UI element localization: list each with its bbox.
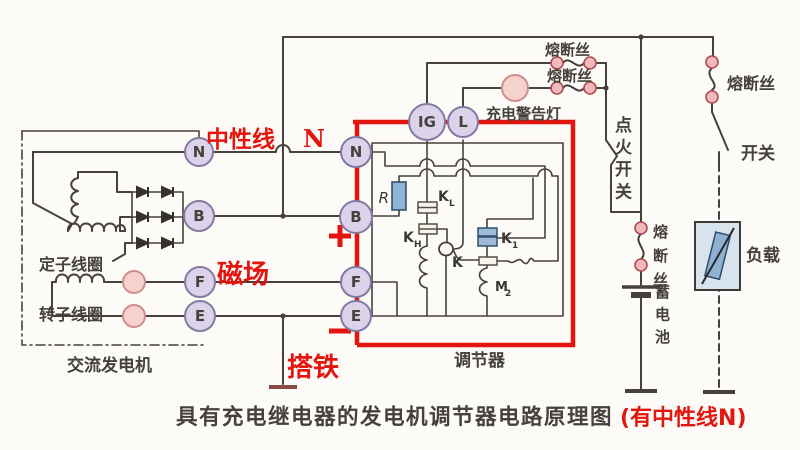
terminal-ig-label: IG	[418, 113, 436, 131]
terminal-f-label: F	[195, 273, 205, 291]
regulator-bus-a	[371, 151, 546, 239]
terminal-b-alternator	[183, 200, 215, 232]
terminal-f2-label: F	[351, 273, 361, 291]
contact-kl	[417, 201, 438, 214]
fuse-battery-label: 熔断丝	[653, 223, 669, 289]
kh-label-sub: H	[414, 240, 422, 250]
kl-label-sub: L	[449, 199, 455, 209]
stator-coil-1	[70, 177, 79, 225]
m2-label-sub: 2	[505, 289, 511, 299]
junction-dots	[280, 34, 644, 319]
kh-coil	[418, 245, 428, 317]
m2-label-main: M	[495, 280, 508, 295]
load-label: 负载	[746, 245, 780, 266]
stator-coil-2	[67, 222, 127, 232]
terminal-b2-label: B	[350, 208, 361, 226]
ignition-switch-blade	[605, 139, 642, 213]
terminal-n-alternator	[184, 137, 214, 167]
warning-lamp-label: 充电警告灯	[486, 105, 561, 123]
neutral-line-label: 中性线	[206, 126, 275, 153]
neutral-n-label: N	[303, 124, 325, 153]
terminal-e-regulator	[340, 300, 372, 332]
terminal-n-label: N	[193, 143, 206, 161]
diode-bridge-frame	[131, 191, 187, 244]
stator-label: 定子线圈	[38, 255, 103, 274]
rotor-coil	[51, 273, 124, 317]
lamp-branch	[462, 84, 607, 109]
rotor-label: 转子线圈	[39, 305, 103, 324]
alternator-box-top	[21, 130, 200, 139]
k-label: K	[452, 255, 464, 271]
fuse-top2-label: 熔断丝	[547, 67, 592, 85]
slip-ring-e	[122, 304, 146, 328]
contact-k1	[477, 227, 498, 247]
terminal-e2-label: E	[351, 307, 361, 325]
stator-lead-mid	[119, 216, 133, 232]
plus-symbol	[329, 225, 351, 247]
terminal-e-alternator	[184, 300, 216, 332]
armature-k	[438, 241, 454, 257]
terminal-l-regulator	[447, 106, 479, 138]
kh-arm	[436, 228, 448, 244]
l-drop	[452, 139, 464, 250]
stator-lead-top	[77, 171, 133, 193]
regulator-bus-b	[398, 168, 559, 265]
stator-lead	[32, 151, 73, 225]
ig-branch	[426, 59, 607, 105]
ground-tie-label: 搭铁	[287, 352, 339, 383]
resistor-r	[391, 181, 407, 211]
f-internal	[371, 281, 398, 317]
terminals: N B F E N B F E IG L	[183, 103, 479, 332]
terminal-f-regulator	[340, 266, 372, 298]
contact-kh	[418, 223, 438, 235]
stator-joint	[67, 223, 73, 232]
terminal-e-label: E	[195, 307, 205, 325]
caption-main: 具有充电继电器的发电机调节器电路原理图	[176, 404, 613, 430]
stator-lead-bottom	[112, 242, 133, 262]
switch-label: 开关	[741, 143, 775, 164]
regulator-box	[371, 142, 564, 317]
k1-riser	[486, 177, 534, 229]
terminal-b-label: B	[193, 207, 204, 225]
fuse-top1-label: 熔断丝	[545, 41, 590, 59]
terminal-n-regulator	[340, 136, 372, 168]
alternator-label: 交流发电机	[67, 355, 152, 376]
switch-blade	[711, 102, 729, 165]
components: N B F E N B F E IG L	[122, 55, 741, 332]
wiring	[21, 34, 735, 394]
battery-fuse-wire	[637, 233, 645, 260]
right-fuse-wire	[708, 67, 716, 91]
battery-label: 蓄电池	[655, 283, 670, 346]
warning-lamp	[501, 74, 529, 102]
kh-label-main: K	[403, 230, 415, 246]
regulator-label: 调节器	[454, 350, 506, 371]
diode-bridge	[136, 185, 176, 250]
slip-ring-f	[122, 270, 146, 294]
fuse-right-label: 熔断丝	[727, 74, 775, 93]
terminal-ig-regulator	[408, 103, 446, 141]
load-resistor	[694, 221, 741, 291]
terminal-b-regulator	[339, 200, 373, 234]
kl-label-main: K	[438, 189, 450, 205]
alternator-box-border	[21, 130, 208, 346]
terminal-f-alternator	[184, 266, 216, 298]
resistor-leads	[371, 209, 400, 217]
ignition-switch-label: 点火开关	[615, 115, 633, 202]
fuse-beads	[550, 55, 719, 272]
resistor-r-label: R	[379, 189, 389, 207]
terminal-l-label: L	[458, 113, 468, 131]
caption-note: (有中性线N)	[620, 405, 747, 431]
field-label: 磁场	[217, 259, 269, 290]
contact-lower	[478, 256, 498, 266]
k1-label-main: K	[501, 231, 513, 247]
terminal-n2-label: N	[350, 143, 363, 161]
k1-label-sub: 1	[512, 241, 518, 251]
m2-coil	[478, 245, 488, 317]
annotations: 中性线 N 磁场 搭铁 定子线圈 转子线圈 交流发电机 调节器 充电警告灯 熔断…	[38, 41, 780, 431]
